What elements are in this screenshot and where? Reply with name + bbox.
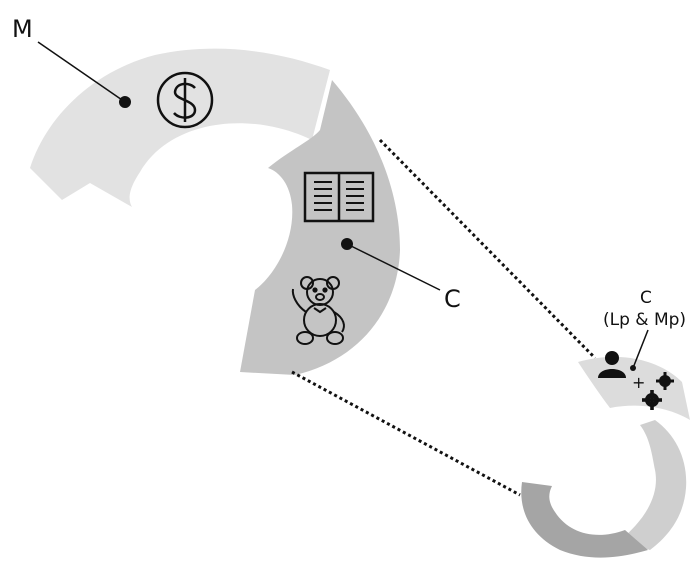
c-dot: [341, 238, 353, 250]
small-ring-segment-bottom: [521, 482, 648, 558]
connector-lower: [292, 372, 520, 495]
plus-sign: +: [632, 373, 645, 392]
connector-upper: [380, 140, 595, 358]
label-m: M: [12, 15, 33, 43]
small-c-dot: [630, 365, 636, 371]
label-c: C: [444, 285, 461, 313]
m-dot: [119, 96, 131, 108]
label-c-small: C: [640, 288, 652, 308]
label-c-small-sub: (Lp & Mp): [603, 310, 686, 330]
small-ring-segment-right: [620, 420, 686, 550]
